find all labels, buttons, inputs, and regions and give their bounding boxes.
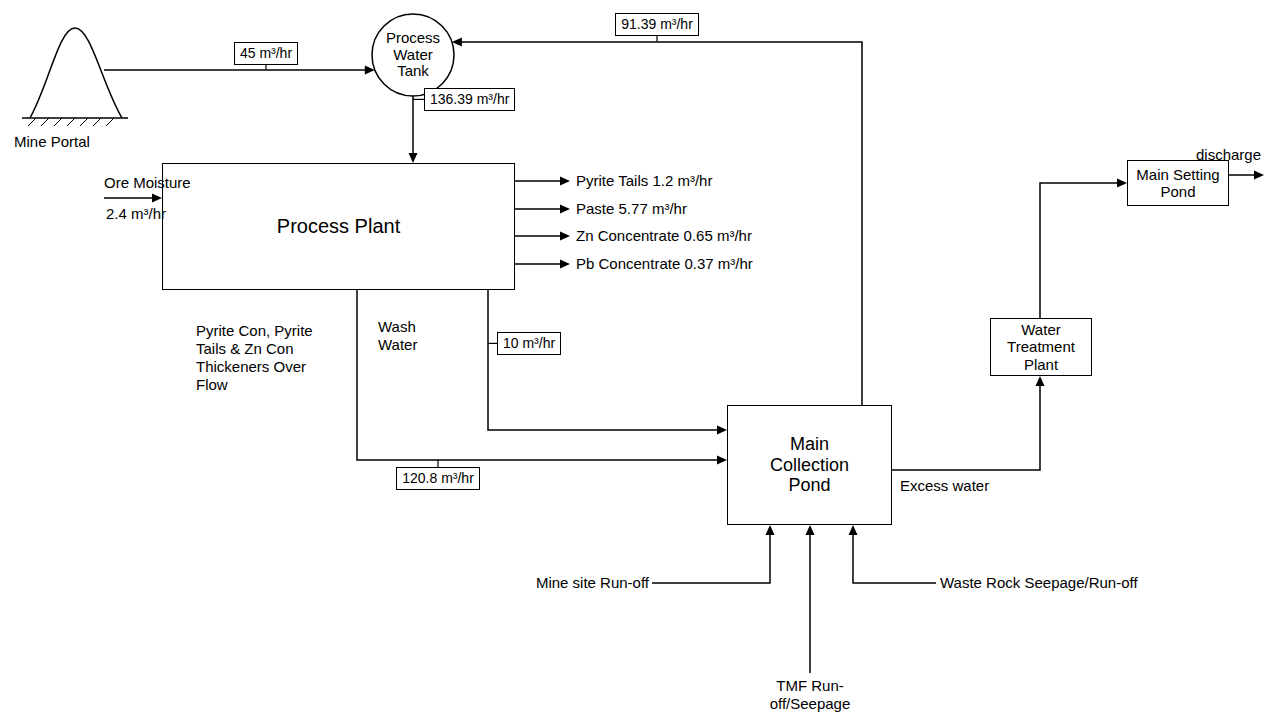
- connector-line: [1040, 183, 1119, 318]
- arrow-head: [152, 194, 162, 203]
- ground-hatch: [67, 118, 75, 126]
- process-box: Main Collection Pond: [727, 405, 892, 525]
- product-label: Paste 5.77 m³/hr: [576, 200, 687, 218]
- arrow-line: [515, 180, 561, 182]
- arrow-head: [1254, 171, 1264, 180]
- connector-line: [460, 42, 862, 405]
- mountain-symbol: [14, 24, 134, 134]
- label-tick: [437, 460, 438, 467]
- stream-label: Pyrite Con, Pyrite Tails & Zn Con Thicke…: [196, 322, 331, 394]
- flow-connector: [1040, 179, 1127, 319]
- inflow-label: Mine site Run-off: [536, 574, 649, 592]
- arrow-head: [766, 525, 775, 535]
- flow-connector: [488, 290, 727, 435]
- connector-line: [488, 290, 719, 430]
- flow-rate-box: 45 m³/hr: [234, 42, 298, 65]
- flow-connector: [104, 65, 375, 75]
- arrow-head: [849, 525, 858, 535]
- arrow-line: [853, 534, 936, 583]
- label-tick: [656, 36, 657, 42]
- arrow-line: [809, 534, 811, 673]
- connector-line: [104, 69, 367, 71]
- ground-hatch: [54, 118, 62, 126]
- arrow-line: [515, 263, 561, 265]
- flow-rate-box: 91.39 m³/hr: [615, 13, 699, 36]
- arrow-line: [1229, 174, 1255, 176]
- node-text: Water Treatment Plant: [995, 321, 1087, 373]
- tank-outline: [372, 14, 454, 96]
- inflow-label: TMF Run-off/Seepage: [745, 677, 875, 713]
- discharge-arrow: [1229, 171, 1264, 180]
- arrow-head: [717, 426, 727, 435]
- ground-hatch: [106, 118, 114, 126]
- arrow-line: [652, 534, 770, 583]
- outflow-label: discharge: [1196, 146, 1261, 164]
- product-label: Pyrite Tails 1.2 m³/hr: [576, 172, 712, 190]
- arrow-head: [560, 177, 570, 186]
- ground-hatch: [93, 118, 101, 126]
- node-text: Main Collection Pond: [756, 434, 863, 496]
- flow-rate-box: 10 m³/hr: [497, 332, 561, 355]
- connector-line: [892, 384, 1040, 470]
- arrow-head: [806, 525, 815, 535]
- arrow-head: [560, 205, 570, 214]
- node-text: Process Plant: [277, 215, 400, 238]
- node-text: Process Water Tank: [380, 30, 446, 80]
- label-tick: [413, 99, 424, 100]
- edge-label: Excess water: [898, 477, 991, 495]
- arrow-head: [717, 456, 727, 465]
- inflow-label: Ore Moisture: [104, 174, 191, 192]
- flow-connector: [892, 376, 1045, 470]
- stream-label: Wash Water: [378, 318, 434, 354]
- flow-connector: [357, 290, 727, 467]
- product-label: Pb Concentrate 0.37 m³/hr: [576, 255, 753, 273]
- arrow-line: [104, 197, 153, 199]
- ground-hatch: [80, 118, 88, 126]
- arrow-head: [1117, 179, 1127, 188]
- process-box: Process Plant: [162, 163, 515, 290]
- arrow-head: [560, 260, 570, 269]
- flow-rate: 2.4 m³/hr: [106, 205, 166, 223]
- process-tank: Process Water Tank: [371, 13, 455, 97]
- connector-line: [357, 290, 719, 460]
- arrow-head: [409, 153, 418, 163]
- node-text: Mine Portal: [14, 133, 90, 150]
- label-tick: [265, 65, 266, 70]
- flow-rate-box: 120.8 m³/hr: [396, 467, 480, 490]
- arrow-head: [1036, 376, 1045, 386]
- arrow-line: [515, 208, 561, 210]
- mine-portal: Mine Portal: [14, 24, 104, 150]
- arrow-line: [515, 235, 561, 237]
- node-text: Main Setting Pond: [1133, 166, 1223, 201]
- flow-rate-box: 136.39 m³/hr: [424, 88, 515, 111]
- product-outflow-arrows: [515, 177, 570, 269]
- label-tick: [488, 343, 497, 344]
- process-box: Water Treatment Plant: [990, 318, 1092, 376]
- process-box: Main Setting Pond: [1127, 160, 1229, 206]
- connector-line: [412, 96, 414, 155]
- arrow-head: [560, 232, 570, 241]
- flow-connector: [409, 96, 425, 163]
- inflow-label: Waste Rock Seepage/Run-off: [940, 574, 1138, 592]
- ore-moisture-arrow: [104, 194, 162, 203]
- ground-hatch: [41, 118, 49, 126]
- mountain-outline: [30, 28, 122, 118]
- ground-hatch: [28, 118, 36, 126]
- runoff-inflow-arrows: [652, 525, 936, 673]
- product-label: Zn Concentrate 0.65 m³/hr: [576, 227, 752, 245]
